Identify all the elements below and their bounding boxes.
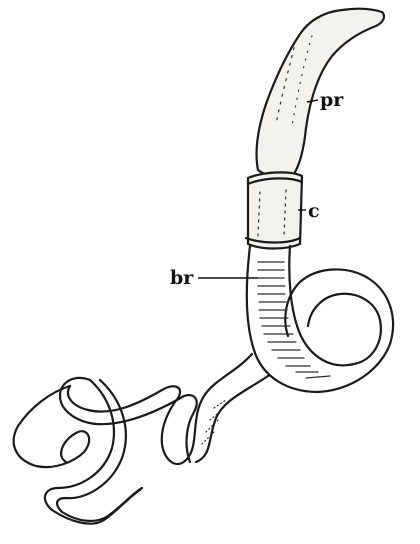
- label-branchial: br: [170, 267, 194, 289]
- branchial-region: [247, 246, 393, 392]
- trunk: [60, 354, 268, 464]
- label-collar: c: [308, 200, 320, 222]
- label-proboscis: pr: [320, 89, 344, 111]
- collar: [246, 172, 302, 248]
- tail: [14, 380, 142, 524]
